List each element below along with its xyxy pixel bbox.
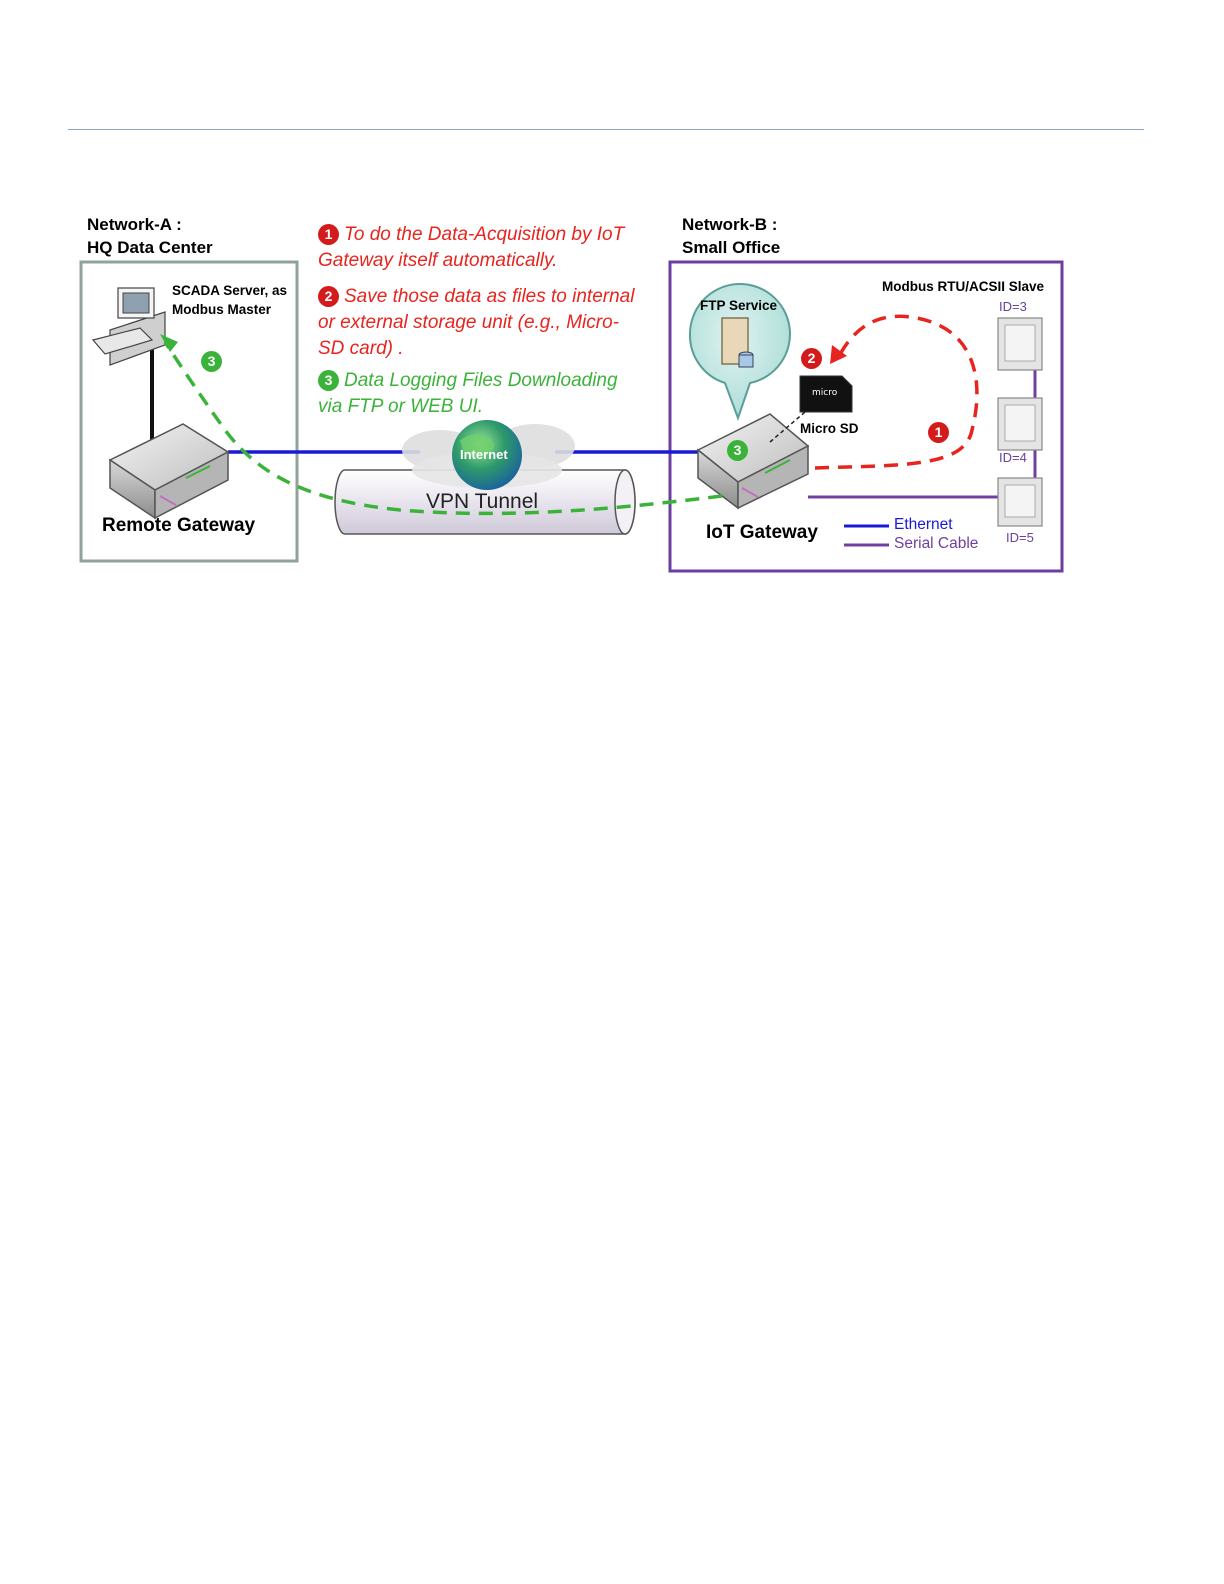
scada-computer-icon xyxy=(91,287,166,366)
note-1-line1: To do the Data-Acquisition by IoT xyxy=(344,224,625,245)
acquisition-step-1-badge: 1 xyxy=(928,422,949,443)
slave-id-4: ID=4 xyxy=(999,450,1027,465)
network-a-title-line1: Network-A : xyxy=(87,215,182,234)
scada-label-line1: SCADA Server, as xyxy=(172,283,288,298)
internet-label: Internet xyxy=(460,447,508,462)
network-a-title-line2: HQ Data Center xyxy=(87,238,213,257)
note-2-line3: SD card) . xyxy=(318,338,404,359)
note-1-line2: Gateway itself automatically. xyxy=(318,250,558,271)
remote-gateway-label: Remote Gateway xyxy=(102,515,256,536)
network-b-box xyxy=(668,260,1064,573)
micro-sd-icon: micro xyxy=(799,375,853,413)
ftp-service-bubble xyxy=(688,283,791,421)
gateway-step-3-badge: 3 xyxy=(727,440,748,461)
slave-id-3: ID=3 xyxy=(999,299,1027,314)
network-a-box xyxy=(79,260,299,563)
note-3-line2: via FTP or WEB UI. xyxy=(318,396,484,417)
modbus-slave-devices xyxy=(997,317,1043,527)
file-download-path xyxy=(163,341,723,516)
scada-step-3-badge: 3 xyxy=(201,351,222,372)
slave-id-5: ID=5 xyxy=(1006,530,1034,545)
ftp-service-label: FTP Service xyxy=(700,298,778,313)
sd-step-2-badge: 2 xyxy=(801,348,822,369)
scada-label-line2: Modbus Master xyxy=(172,302,272,317)
svg-text:micro: micro xyxy=(812,388,838,398)
sd-connector xyxy=(769,411,806,443)
data-acquisition-path xyxy=(814,314,979,470)
network-b-title: Network-B : Small Office xyxy=(682,213,780,259)
vpn-tunnel xyxy=(334,469,636,535)
vpn-tunnel-label: VPN Tunnel xyxy=(426,490,539,513)
legend-ethernet-label: Ethernet xyxy=(894,516,953,533)
green-arrow-head xyxy=(160,334,178,352)
step-3-badge: 3 xyxy=(318,370,339,391)
note-2-line2: or external storage unit (e.g., Micro- xyxy=(318,312,619,333)
note-3-line1: Data Logging Files Downloading xyxy=(344,370,618,391)
header-rule xyxy=(68,129,1144,130)
red-arrow-head xyxy=(830,345,847,364)
network-a-title: Network-A : HQ Data Center xyxy=(87,213,213,259)
step-1-badge: 1 xyxy=(318,224,339,245)
iot-gateway-label: IoT Gateway xyxy=(706,522,818,543)
network-b-title-line1: Network-B : xyxy=(682,215,778,234)
network-b-title-line2: Small Office xyxy=(682,238,781,257)
modbus-slave-label: Modbus RTU/ACSII Slave xyxy=(882,279,1045,294)
step-2-badge: 2 xyxy=(318,286,339,307)
iot-gateway-icon xyxy=(696,413,810,510)
scada-label: SCADA Server, as Modbus Master xyxy=(172,281,287,319)
legend-serial-label: Serial Cable xyxy=(894,535,979,552)
micro-sd-label: Micro SD xyxy=(800,421,859,436)
note-2-line1: Save those data as files to internal xyxy=(344,286,635,307)
remote-gateway-icon xyxy=(108,423,230,520)
internet-cloud-icon xyxy=(402,420,575,490)
